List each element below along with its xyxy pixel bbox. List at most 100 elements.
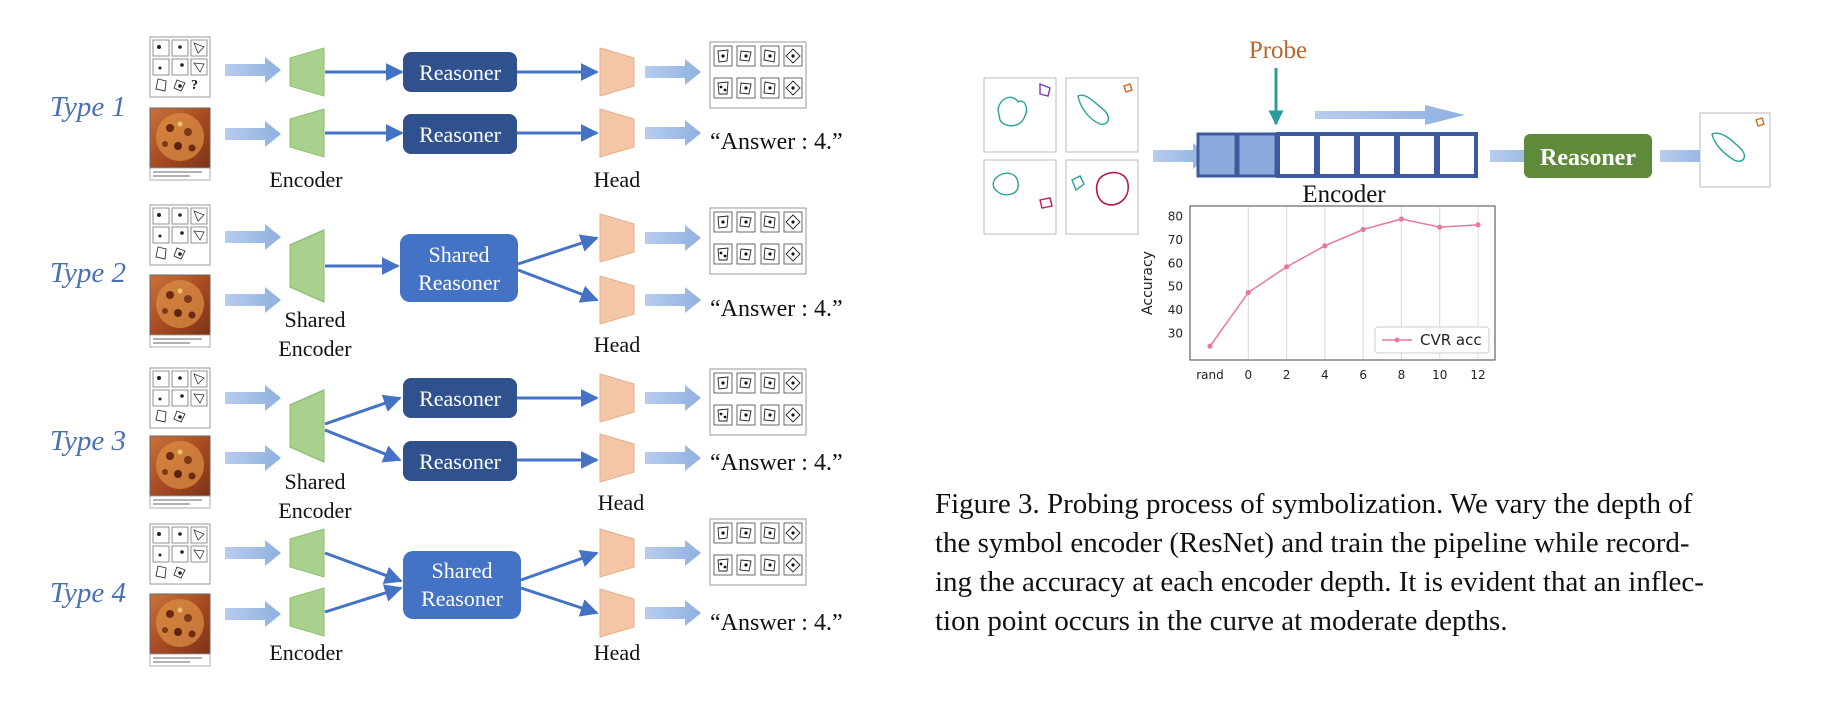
y-tick-label: 70 (1168, 233, 1183, 247)
fat-arrow-icon (225, 445, 281, 471)
left-diagram: Type 1 ? Encoder Reasoner Reasoner Head … (50, 36, 843, 667)
head-trapezoid (599, 275, 635, 325)
fat-arrow-icon (225, 540, 281, 566)
encoder-label-line1: Shared (284, 307, 345, 332)
head-trapezoid (599, 108, 635, 158)
sketch-panel (983, 159, 1057, 235)
y-axis-label: Accuracy (1140, 251, 1156, 315)
x-tick-label: 12 (1470, 368, 1485, 382)
data-point (1398, 216, 1405, 222)
x-tick-label: 10 (1432, 368, 1447, 382)
reasoner-label: Reasoner (1540, 145, 1636, 171)
head-trapezoid (599, 373, 635, 423)
reasoner-label: Reasoner (419, 60, 502, 85)
encoder-trapezoid (289, 47, 325, 97)
caption-line: Figure 3. Probing process of symbolizati… (935, 488, 1693, 520)
reasoner-label: Reasoner (419, 449, 502, 474)
reasoner-label-line2: Reasoner (418, 270, 501, 295)
x-tick-label: 0 (1244, 368, 1252, 382)
flow-arrow (324, 584, 403, 614)
series-cvr-acc (1207, 216, 1481, 349)
fat-arrow-icon (225, 601, 281, 627)
fat-arrow-icon (645, 385, 701, 411)
data-point (1322, 243, 1328, 249)
legend-label: CVR acc (1420, 331, 1482, 349)
flow-arrow (517, 268, 599, 303)
head-trapezoid (599, 433, 635, 483)
row-type-3: Type 3 Shared Encoder Reasoner Reasoner … (50, 367, 843, 523)
row-type-1: Type 1 ? Encoder Reasoner Reasoner Head … (50, 36, 843, 192)
head-label: Head (594, 332, 640, 357)
data-point (1245, 289, 1251, 296)
depth-arrow-icon (1315, 105, 1465, 125)
fat-arrow-icon (645, 59, 701, 85)
encoder-label: Encoder (269, 640, 343, 665)
chart-grid (1247, 207, 1479, 359)
fat-arrow-icon (645, 600, 701, 626)
answer-grid-image (709, 368, 807, 436)
row-type-2: Type 2 Shared Encoder Shared Reasoner He… (50, 204, 843, 361)
head-trapezoid (599, 213, 635, 263)
output-sketch-panel (1699, 112, 1771, 188)
flow-arrow (324, 428, 402, 463)
puzzle-image (149, 36, 211, 98)
answer-text: “Answer : 4.” (710, 296, 843, 322)
fat-arrow-icon (225, 224, 281, 250)
head-trapezoid (599, 528, 635, 578)
y-tick-label: 80 (1168, 210, 1183, 224)
row-type-4: Type 4 Encoder Shared Reasoner Head “Ans… (50, 518, 843, 667)
pizza-image (149, 107, 211, 181)
reasoner-label-line1: Shared (431, 558, 492, 583)
probe-label: Probe (1249, 37, 1307, 64)
fat-arrow-icon (225, 287, 281, 313)
x-tick-label: 2 (1283, 368, 1291, 382)
encoder-blocks (1196, 132, 1478, 178)
x-tick-label: 8 (1398, 368, 1406, 382)
answer-grid-image (709, 41, 807, 109)
caption-line: the symbol encoder (ResNet) and train th… (935, 527, 1690, 559)
y-tick-label: 60 (1168, 256, 1183, 270)
answer-text: “Answer : 4.” (710, 129, 843, 155)
type-label: Type 3 (50, 425, 126, 457)
data-point (1437, 224, 1443, 230)
encoder-label-line2: Encoder (278, 336, 352, 361)
fat-arrow-icon (645, 287, 701, 313)
reasoner-label: Reasoner (419, 122, 502, 147)
y-tick-label: 40 (1168, 303, 1183, 317)
head-trapezoid (599, 588, 635, 638)
type-label: Type 1 (50, 91, 126, 123)
sketch-panel (1065, 159, 1139, 235)
head-label: Head (594, 167, 640, 192)
puzzle-image (149, 204, 211, 266)
figure-caption: Figure 3. Probing process of symbolizati… (935, 485, 1775, 641)
head-label: Head (598, 490, 644, 515)
x-tick-label: 4 (1321, 368, 1329, 382)
reasoner-box (1524, 134, 1652, 178)
caption-line: ing the accuracy at each encoder depth. … (935, 566, 1704, 598)
reasoner-label: Reasoner (419, 386, 502, 411)
fat-arrow-icon (225, 57, 281, 83)
data-point (1360, 226, 1366, 233)
y-tick-label: 50 (1168, 280, 1183, 294)
answer-text: “Answer : 4.” (710, 610, 843, 636)
answer-text: “Answer : 4.” (710, 450, 843, 476)
encoder-label: Encoder (269, 167, 343, 192)
fat-arrow-icon (645, 445, 701, 471)
reasoner-label-line1: Shared (428, 242, 489, 267)
data-point (1207, 343, 1213, 349)
pizza-image (149, 274, 211, 348)
fat-arrow-icon (645, 120, 701, 146)
answer-grid-image (709, 207, 807, 275)
puzzle-image (149, 523, 211, 585)
flow-arrow (324, 394, 402, 426)
fat-arrow-icon (225, 121, 281, 147)
shared-encoder-trapezoid (289, 389, 325, 463)
fat-arrow-icon (645, 225, 701, 251)
encoder-trapezoid (289, 587, 325, 637)
encoder-label-line2: Encoder (278, 498, 352, 523)
head-trapezoid (599, 47, 635, 97)
